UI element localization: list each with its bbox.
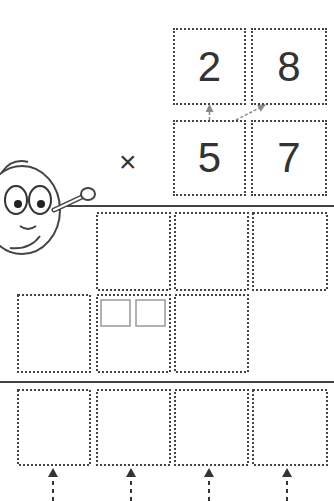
empty-box	[253, 390, 327, 465]
up-arrow	[286, 476, 288, 501]
arrow-head	[282, 468, 292, 477]
up-arrow	[130, 476, 132, 501]
digit-box: 8	[251, 28, 327, 105]
empty-box	[18, 390, 90, 465]
empty-box	[97, 213, 170, 290]
arrow-head	[204, 468, 214, 477]
digit: 5	[198, 137, 221, 179]
operator-sign: ×	[119, 147, 137, 177]
digit: 2	[198, 46, 221, 88]
empty-box	[175, 295, 248, 372]
rule-line	[60, 205, 334, 207]
empty-box	[97, 295, 170, 372]
carry-box	[136, 300, 165, 326]
empty-box	[175, 213, 248, 290]
digit-box: 5	[173, 120, 246, 196]
empty-box	[18, 295, 90, 372]
rule-line	[0, 381, 334, 383]
arrow-head	[48, 468, 58, 477]
empty-box	[97, 390, 170, 465]
empty-box	[175, 390, 248, 465]
up-arrow	[52, 476, 54, 501]
pointer-arrow	[236, 105, 265, 120]
carry-box	[101, 300, 130, 326]
mascot-character	[0, 161, 95, 254]
digit: 8	[277, 46, 300, 88]
pointer-arrow	[209, 105, 211, 120]
empty-box	[253, 213, 327, 290]
up-arrow	[208, 476, 210, 501]
arrow-head	[126, 468, 136, 477]
digit-box: 7	[251, 120, 327, 196]
digit: 7	[277, 137, 300, 179]
digit-box: 2	[173, 28, 246, 105]
